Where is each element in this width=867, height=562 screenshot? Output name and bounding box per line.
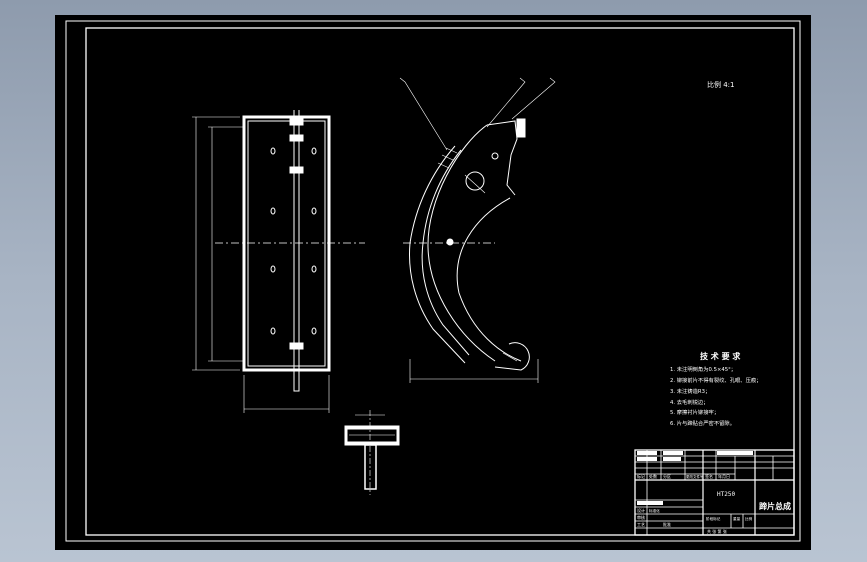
tech-requirements-title: 技 术 要 求 xyxy=(700,351,741,361)
tech-requirement-item: 2. 铆接前片不得有裂纹、孔眼、压痕； xyxy=(670,376,762,384)
title-block-sheet-note: 共 张 第 张 xyxy=(707,528,727,534)
anchor-hole xyxy=(465,171,485,191)
top-bracket xyxy=(486,120,518,196)
leader-line-1 xyxy=(399,77,448,151)
cad-viewport[interactable]: 比例 4:1 技 术 要 求 1. 未注明倒角为0.5×45°； 2. 铆接前片… xyxy=(55,15,811,550)
pivot-mark xyxy=(446,238,454,246)
pin-hole xyxy=(491,152,499,160)
front-view-inner xyxy=(247,120,326,367)
cad-drawing: 比例 4:1 技 术 要 求 1. 未注明倒角为0.5×45°； 2. 铆接前片… xyxy=(65,20,801,542)
rivet-block xyxy=(289,342,304,350)
leader-line-3 xyxy=(511,77,556,120)
bottom-eye xyxy=(494,342,530,371)
lining-outer-arc xyxy=(409,145,466,364)
side-view xyxy=(399,77,556,383)
title-block-header-cell: 年月日 xyxy=(718,473,730,479)
tech-requirement-item: 5. 摩擦衬片铆接牢； xyxy=(670,408,719,416)
tech-requirement-item: 6. 片与蹄贴合严密不留隙。 xyxy=(670,419,735,427)
tech-requirement-item: 4. 去毛刺锐边； xyxy=(670,398,709,406)
front-view-outline xyxy=(242,115,331,372)
leader-line-2 xyxy=(486,77,526,128)
tech-requirement-item: 3. 未注铸造R3； xyxy=(670,387,710,395)
top-bracket-tab xyxy=(516,118,526,138)
title-block-role: 工艺 xyxy=(637,522,645,527)
lining-hatching xyxy=(437,147,458,169)
title-block-part-name: 蹄片总成 xyxy=(759,501,791,511)
title-block-header-cell: 处数 xyxy=(649,473,657,479)
title-block-header-cell: 签名 xyxy=(705,473,713,479)
title-block-role: 设计 xyxy=(637,507,645,513)
title-block-role: 批准 xyxy=(663,521,671,527)
rivet-block xyxy=(289,118,304,126)
title-block-header-cell: 标记 xyxy=(637,473,645,479)
section-flange xyxy=(346,428,398,443)
lining-inner-arc xyxy=(421,149,470,356)
title-block-header-cell: 更改文件号 xyxy=(686,474,704,479)
rivet-block xyxy=(289,134,304,142)
title-block-stage: 重量 xyxy=(733,516,741,521)
scale-note: 比例 4:1 xyxy=(707,80,735,89)
shoe-rim-arc xyxy=(427,124,496,362)
title-block xyxy=(634,449,795,536)
rivet-holes xyxy=(270,147,317,335)
title-block-text: 标记 处数 分区 更改文件号 签名 年月日 设计 标准化 审核 工艺 批准 阶段… xyxy=(637,473,791,534)
title-block-header-cell: 分区 xyxy=(663,473,671,479)
tech-requirement-item: 1. 未注明倒角为0.5×45°； xyxy=(670,365,736,373)
web-inner-arc xyxy=(456,197,522,362)
rivet-block xyxy=(289,166,304,174)
front-view xyxy=(192,110,365,413)
inner-sheet-border xyxy=(85,27,795,536)
title-block-drawing-code: HT250 xyxy=(717,491,735,498)
section-view xyxy=(344,410,400,495)
section-web xyxy=(364,444,377,490)
title-block-frame xyxy=(634,449,795,536)
title-block-role: 标准化 xyxy=(649,508,660,513)
title-block-role: 审核 xyxy=(637,514,645,520)
outer-sheet-border xyxy=(65,20,801,542)
title-block-stage: 阶段标记 xyxy=(706,516,721,521)
title-block-stage: 比例 xyxy=(745,516,753,521)
web-bottom-stub xyxy=(293,369,300,392)
tech-requirements: 技 术 要 求 1. 未注明倒角为0.5×45°； 2. 铆接前片不得有裂纹、孔… xyxy=(670,351,762,427)
